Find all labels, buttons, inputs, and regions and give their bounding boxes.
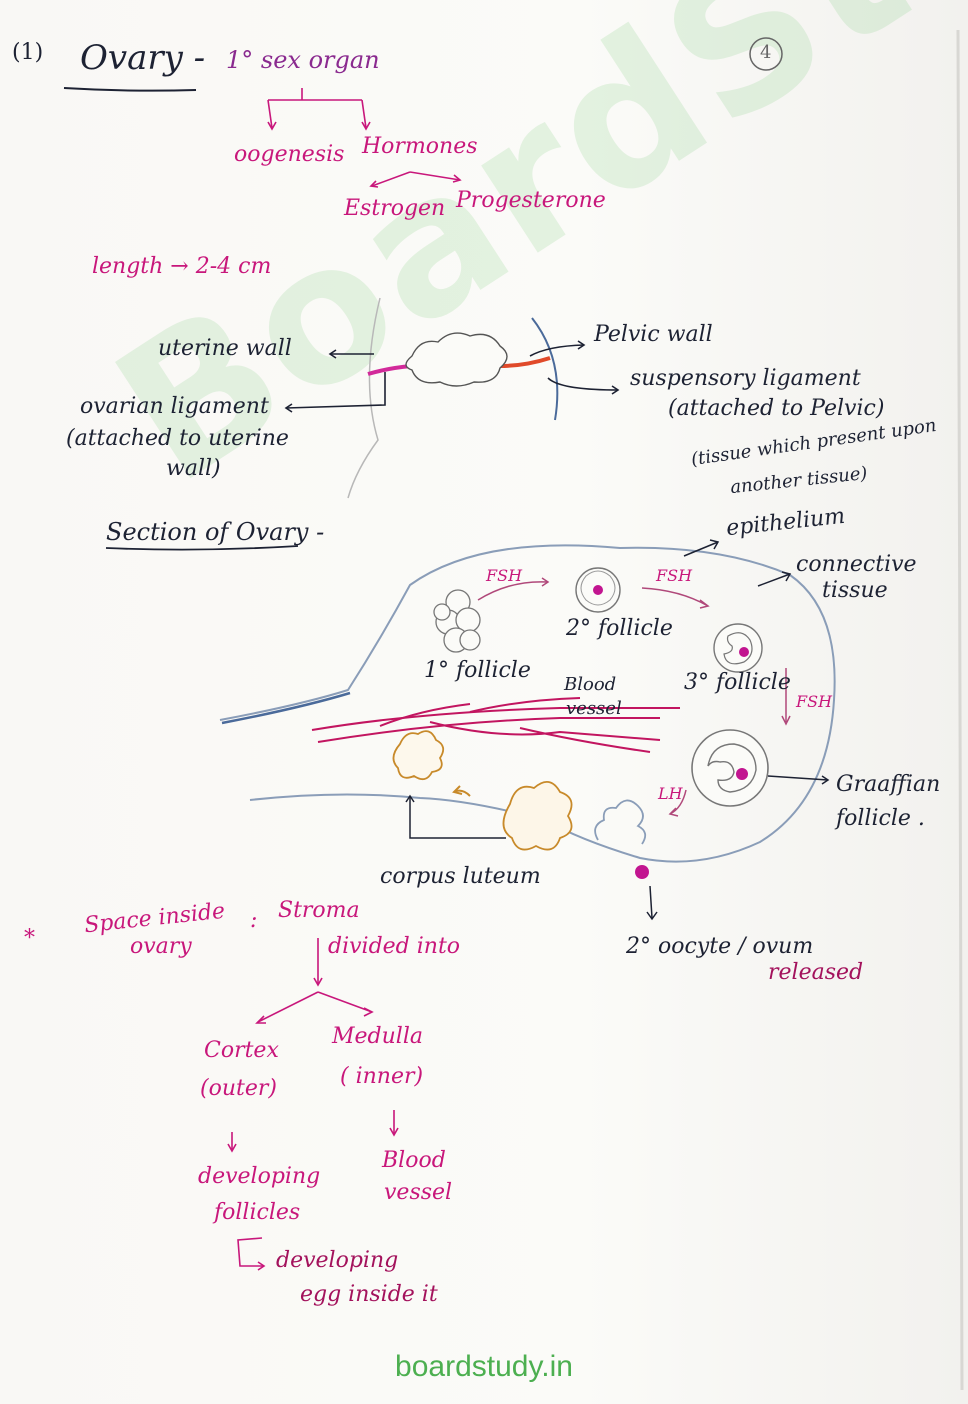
label-graafian: Graaffian <box>836 772 941 797</box>
label-uterine-wall: uterine wall <box>158 336 292 361</box>
corpus-luteum-drawing <box>392 730 573 851</box>
label-ovary: ovary <box>130 934 192 959</box>
label-connective: connective <box>796 552 917 577</box>
function-tree <box>267 88 462 188</box>
label-primary-follicle: 1° follicle <box>424 658 531 683</box>
section-heading: Section of Ovary - <box>106 518 325 546</box>
position-diagram <box>284 297 620 499</box>
label-fsh-3: FSH <box>796 692 833 711</box>
suspensory-note: (attached to Pelvic) <box>668 396 885 421</box>
label-stroma: Stroma <box>278 898 360 923</box>
tertiary-follicle-drawing <box>713 623 763 673</box>
label-fsh-2: FSH <box>656 566 693 585</box>
label-vessel-medulla: vessel <box>384 1180 453 1205</box>
graafian-follicle-drawing <box>691 729 769 807</box>
label-divided-into: divided into <box>328 934 461 959</box>
stroma-tree <box>227 938 399 1271</box>
label-tertiary-follicle: 3° follicle <box>684 670 791 695</box>
blood-vessels <box>311 697 680 753</box>
ovary-section-outline <box>219 544 836 863</box>
label-follicles: follicles <box>214 1200 301 1225</box>
label-blood: Blood <box>564 674 617 695</box>
label-oogenesis: oogenesis <box>234 142 345 167</box>
label-developing: developing <box>198 1164 321 1189</box>
label-inner: ( inner) <box>340 1064 424 1089</box>
label-oocyte: 2° oocyte / ovum <box>626 934 814 959</box>
label-suspensory-ligament: suspensory ligament <box>630 366 861 391</box>
title-underline <box>63 87 197 92</box>
label-hormones: Hormones <box>362 134 478 159</box>
star-bullet: * <box>24 926 35 951</box>
label-vessel: vessel <box>566 698 622 719</box>
label-follicle: follicle . <box>836 806 925 831</box>
label-estrogen: Estrogen <box>344 196 446 221</box>
label-outer: (outer) <box>200 1076 277 1101</box>
site-footer: boardstudy.in <box>395 1350 573 1383</box>
section-number: (1) <box>12 40 44 65</box>
label-secondary-follicle: 2° follicle <box>566 616 673 641</box>
label-lh: LH <box>658 784 683 803</box>
page-title: Ovary - <box>80 38 206 78</box>
label-developing-egg: developing <box>276 1248 399 1273</box>
label-fsh-1: FSH <box>486 566 523 585</box>
label-pelvic-wall: Pelvic wall <box>594 322 713 347</box>
secondary-follicle-drawing <box>575 567 621 613</box>
length-note: length → 2-4 cm <box>92 254 272 279</box>
label-blood-medulla: Blood <box>382 1148 446 1173</box>
page-number: 4 <box>760 42 772 63</box>
label-corpus-luteum: corpus luteum <box>380 864 541 889</box>
label-medulla: Medulla <box>332 1024 423 1049</box>
primary-follicle-drawing <box>433 589 481 653</box>
ovarian-ligament-note-2: wall) <box>166 456 221 481</box>
page-number-circle <box>749 37 783 71</box>
label-tissue: tissue <box>822 578 888 603</box>
label-egg-inside: egg inside it <box>300 1282 438 1307</box>
ovarian-ligament-note: (attached to uterine <box>66 426 289 451</box>
colon: : <box>250 908 258 933</box>
subtitle-sex-organ: 1° sex organ <box>226 46 380 74</box>
label-progesterone: Progesterone <box>456 188 606 213</box>
label-cortex: Cortex <box>204 1038 279 1063</box>
label-ovarian-ligament: ovarian ligament <box>80 394 269 419</box>
label-released: released <box>768 960 864 985</box>
